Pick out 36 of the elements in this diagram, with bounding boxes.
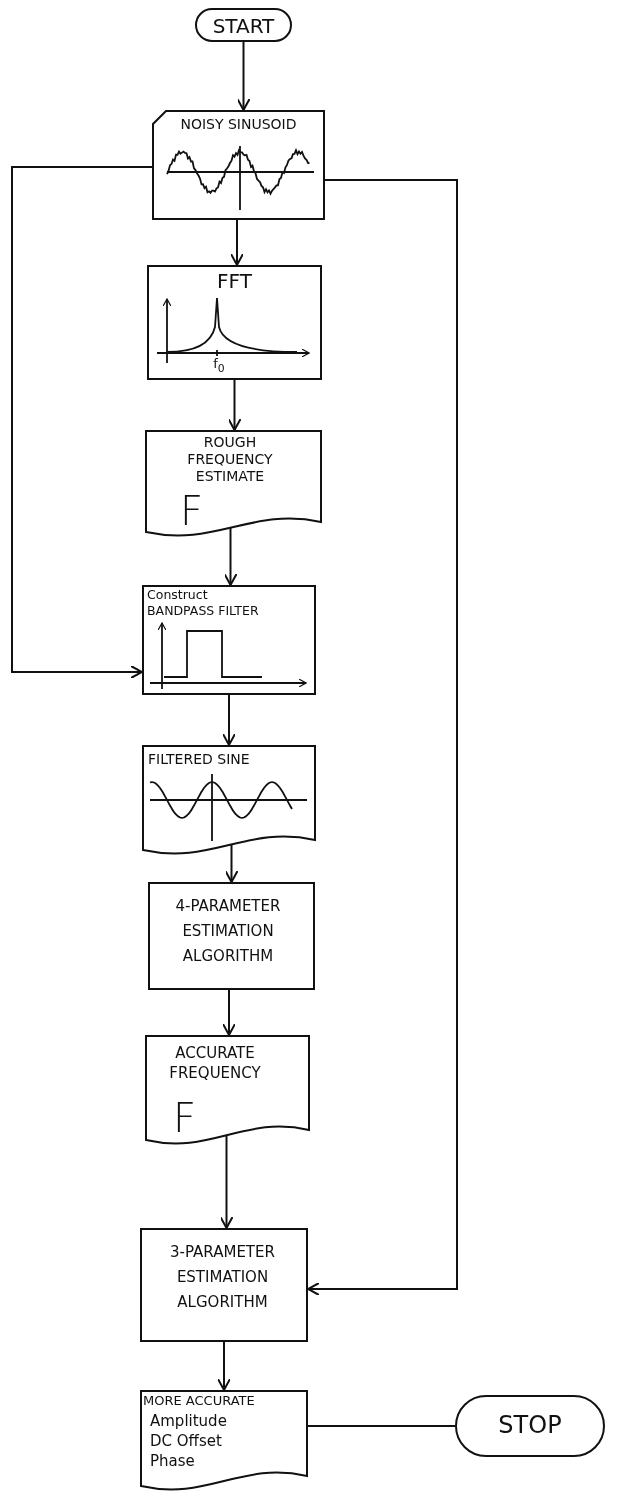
- process-box: [140, 1228, 308, 1342]
- process-box: [148, 882, 315, 990]
- box-title: FILTERED SINE: [148, 751, 251, 769]
- connector-line: [307, 1425, 456, 1427]
- arrow: [222, 989, 236, 1036]
- output-item: DC Offset: [150, 1432, 223, 1451]
- stop-terminal: [455, 1395, 605, 1457]
- arrow: [222, 694, 236, 746]
- box-title: NOISY SINUSOID: [179, 116, 298, 134]
- arrow: [223, 526, 238, 586]
- box-title: MORE ACCURATE: [143, 1393, 256, 1410]
- arrow: [236, 41, 251, 111]
- axis-label: f$_{0}$: [212, 356, 226, 376]
- arrow: [227, 379, 242, 431]
- box-title: Construct BANDPASS FILTER: [147, 587, 260, 619]
- process-box: [147, 265, 322, 380]
- start-terminal: [195, 8, 292, 42]
- input-card: [152, 110, 325, 220]
- terminal-label: STOP: [497, 1410, 563, 1440]
- arrow: [11, 166, 153, 679]
- box-title: 3-PARAMETER ESTIMATION ALGORITHM: [169, 1242, 276, 1313]
- box-title: 4-PARAMETER ESTIMATION ALGORITHM: [174, 896, 282, 967]
- box-title: ROUGH FREQUENCY ESTIMATE: [186, 434, 274, 485]
- arrow: [224, 844, 239, 883]
- terminal-label: START: [211, 14, 276, 39]
- box-title: ACCURATE FREQUENCY: [168, 1043, 262, 1084]
- arrow: [219, 1134, 234, 1229]
- output-item: Phase: [150, 1452, 196, 1471]
- symbol-label: F: [180, 487, 204, 536]
- box-title: FFT: [216, 269, 253, 294]
- arrow: [230, 219, 244, 266]
- symbol-label: F: [173, 1094, 197, 1143]
- process-box: [142, 585, 316, 695]
- arrow: [307, 179, 458, 1296]
- output-item: Amplitude: [150, 1412, 228, 1431]
- arrow: [217, 1341, 231, 1391]
